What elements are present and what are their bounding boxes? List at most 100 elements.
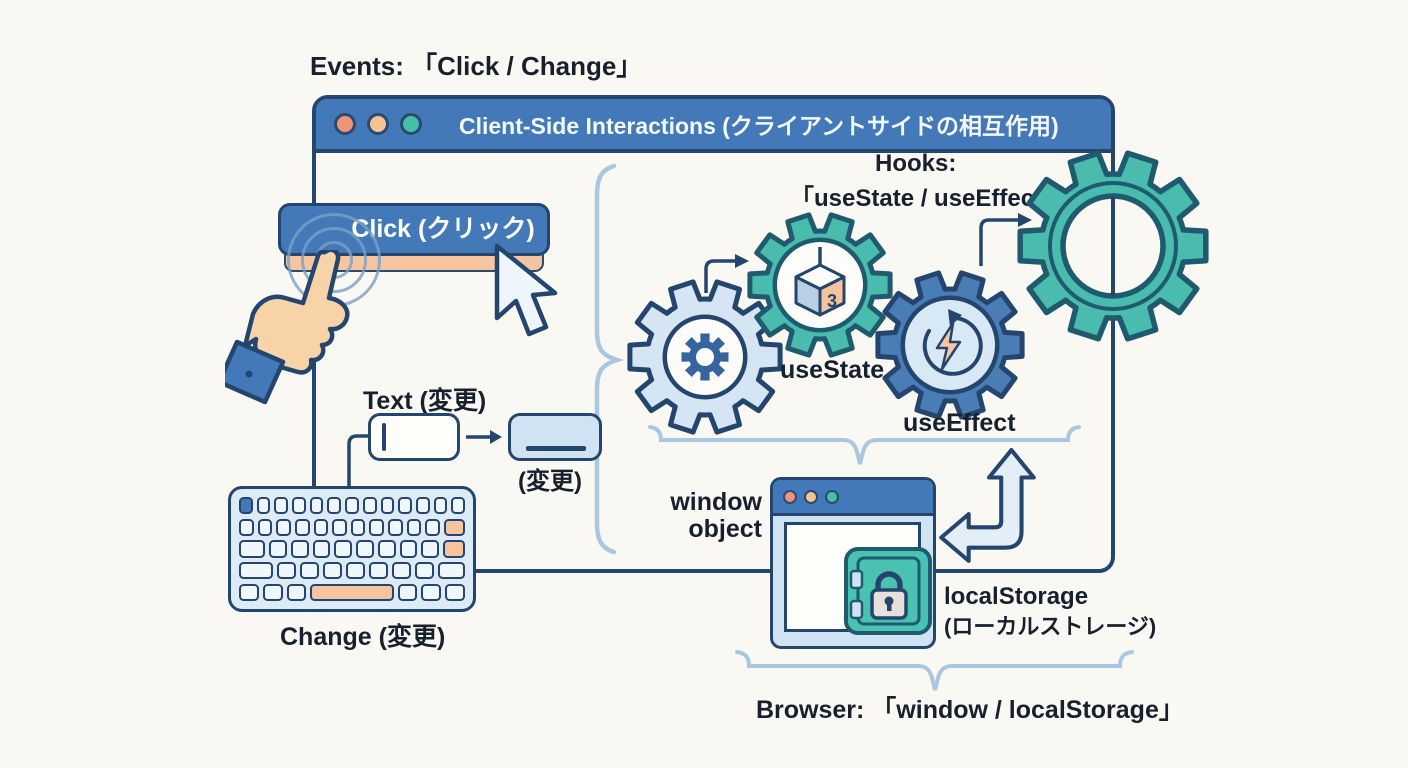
keyboard-key [415,562,435,580]
app-window-title-bar: Client-Side Interactions (クライアントサイドの相互作用… [316,99,1111,153]
keyboard-key [421,540,440,558]
useeffect-gear-icon [875,270,1025,420]
keyboard-caption: Change (変更) [280,623,446,651]
keyboard-key [239,562,274,580]
keyboard-key [397,583,418,602]
keyboard-key [290,540,309,558]
events-group-brace [594,163,625,555]
app-window-title: Client-Side Interactions (クライアントサイドの相互作用… [459,113,1059,139]
keyboard-key [388,518,403,536]
keyboard-key [438,562,465,580]
keyboard-key [239,540,266,558]
window-object-label-line2: object [688,515,762,543]
browser-annotation: Browser: 「window / localStorage」 [756,696,1184,724]
keyboard-key [323,562,343,580]
keyboard-key [443,540,466,558]
keyboard-key [309,497,324,515]
keyboard-key [392,562,412,580]
keyboard-key [377,540,396,558]
keyboard-key [257,518,273,536]
keyboard-key [369,518,385,536]
keyboard-key [276,518,291,536]
hooks-annotation-line1: Hooks: [875,150,957,177]
input-transition-arrowhead-icon [490,430,502,444]
changed-text-icon [526,446,586,451]
keyboard-key [327,497,342,515]
keyboard-key [310,583,394,602]
changed-label: (変更) [518,468,582,495]
keyboard-key [380,497,395,515]
keyboard-key [406,518,422,536]
keyboard-key [332,518,347,536]
small-gear-icon [627,279,783,435]
big-gear-icon [1017,150,1209,342]
text-caret-icon [382,423,386,451]
keyboard-key [239,583,259,602]
exchange-arrow-icon [939,448,1036,563]
window-object-label-line1: window [670,488,762,516]
keyboard-key [444,518,466,536]
mini-browser-title-bar [773,480,933,516]
usestate-label: useState [780,356,885,384]
keyboard-key [274,497,289,515]
mini-minimize-dot-icon [804,489,818,504]
keyboard-icon [228,486,476,612]
mini-close-dot-icon [783,489,797,504]
usestate-gear-icon: 3 [747,212,893,358]
gear-flow-arrow [704,259,735,293]
hooks-annotation-line2: 「useState / useEffect」 [790,185,1067,212]
localstorage-label-line2: (ローカルストレージ) [944,614,1157,639]
keyboard-key [421,583,442,602]
refresh-bolt-icon [922,309,983,376]
keyboard-key [345,497,359,515]
keyboard-key [269,540,287,558]
svg-text:3: 3 [827,291,837,311]
effect-flow-arrow [979,218,1018,266]
pointing-hand-icon [225,250,350,405]
mini-zoom-dot-icon [825,489,839,504]
input-connector-line [347,434,368,486]
keyboard-key [313,518,329,536]
keyboard-key [369,562,389,580]
hooks-group-bracket [648,425,1081,465]
safe-hinge-icon [849,569,864,590]
keyboard-key [277,562,297,580]
keyboard-key [350,518,366,536]
events-annotation: Events: 「Click / Change」 [310,51,643,81]
safe-hinge-icon [849,599,864,620]
keyboard-key [451,497,465,515]
keyboard-key [262,583,283,602]
localstorage-safe-icon [844,547,932,635]
keyboard-key [445,583,465,602]
padlock-icon [870,571,908,620]
keyboard-key [239,518,254,536]
keyboard-key [399,540,418,558]
keyboard-key [286,583,307,602]
keyboard-key [362,497,377,515]
keyboard-key [300,562,320,580]
minimize-traffic-light-icon [367,113,389,135]
click-button[interactable]: Click (クリック) [278,203,550,256]
keyboard-key [433,497,448,515]
useeffect-label: useEffect [903,409,1016,437]
zoom-traffic-light-icon [400,113,422,135]
keyboard-key [346,562,366,580]
effect-flow-arrowhead-icon [1018,213,1032,227]
keyboard-key [312,540,331,558]
app-window-frame: Client-Side Interactions (クライアントサイドの相互作用… [312,95,1115,573]
text-change-label: Text (変更) [363,387,487,415]
keyboard-key [398,497,412,515]
text-input-after[interactable] [508,413,602,461]
gear-flow-arrowhead-icon [735,254,749,268]
keyboard-key [292,497,306,515]
keyboard-key [256,497,271,515]
keyboard-key [356,540,374,558]
keyboard-key [294,518,310,536]
browser-group-bracket [735,650,1134,691]
keyboard-key [334,540,353,558]
keyboard-key [415,497,430,515]
localstorage-label-line1: localStorage [944,583,1089,610]
state-box-icon: 3 [794,247,846,317]
